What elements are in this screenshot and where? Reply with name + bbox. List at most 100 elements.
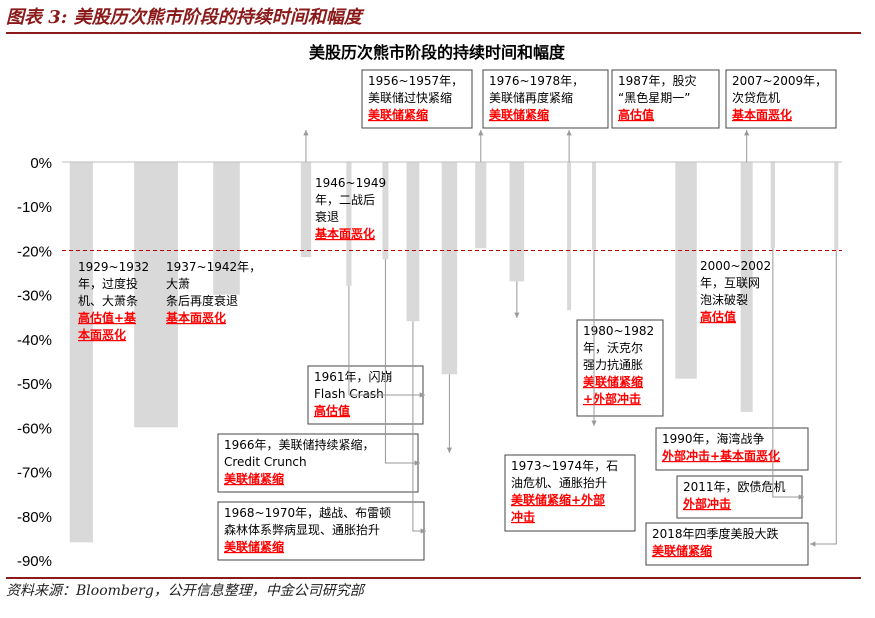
annotation-box-1966 <box>217 433 419 493</box>
annotation-text-1937: 大萧 <box>166 277 190 291</box>
leader-line-2011 <box>772 248 804 498</box>
annotation-period-1929: 1929~1932 <box>78 260 149 274</box>
annotation-text-1929: 年，过度投 <box>78 276 138 291</box>
annotation-period-1973: 1973~1974年，石 <box>511 459 618 473</box>
annotation-text-1968: 森林体系弊病显现、通胀抬升 <box>224 522 380 537</box>
bar-1973 <box>441 162 458 375</box>
leader-arrow-1966 <box>414 460 420 466</box>
leader-line-1961 <box>348 285 425 396</box>
annotation-reason-1937: 基本面恶化 <box>165 310 226 325</box>
source-footer: 资料来源：Bloomberg，公开信息整理，中金公司研究部 <box>6 577 861 605</box>
y-tick-label: -20% <box>17 243 52 260</box>
annotation-reason-1990: 外部冲击+基本面恶化 <box>662 448 780 463</box>
annotation-text-1946: 衰退 <box>315 209 339 224</box>
bar-1956 <box>300 162 312 258</box>
leader-arrow-1973 <box>446 447 453 453</box>
annotation-text-1973: 油危机、通胀抬升 <box>511 476 607 490</box>
annotation-period-2018: 2018年四季度美股大跌 <box>652 526 779 541</box>
annotation-reason-1973: 美联储紧缩+外部 <box>511 492 605 507</box>
annotation-text-2007: 次贷危机 <box>732 91 780 105</box>
annotation-period-1980: 1980~1982 <box>583 324 654 338</box>
bar-1980 <box>509 162 525 282</box>
annotation-reason-1961: 高估值 <box>314 403 350 418</box>
annotation-period-1987: 1987年，股灾 <box>618 73 697 88</box>
y-tick-label: 0% <box>30 155 52 172</box>
annotation-period-1990: 1990年，海湾战争 <box>662 431 765 446</box>
annotation-box-2018 <box>645 522 809 566</box>
leader-arrow-2007 <box>744 130 750 136</box>
y-tick-label: -80% <box>17 509 52 526</box>
annotation-reason-2011: 外部冲击 <box>683 496 731 511</box>
leader-arrow-1961 <box>419 392 425 398</box>
bar-1976 <box>475 162 487 249</box>
y-tick-label: -10% <box>17 199 52 216</box>
annotation-box-1980 <box>576 319 664 417</box>
annotation-text-1966: Credit Crunch <box>224 455 307 469</box>
annotation-period-1976: 1976~1978年， <box>489 74 584 88</box>
bar-2018 <box>834 162 839 251</box>
annotation-reason-1966: 美联储紧缩 <box>224 471 284 486</box>
annotation-period-1946: 1946~1949 <box>315 176 386 190</box>
annotation-box-1987 <box>611 69 720 129</box>
bar-1966 <box>382 162 389 260</box>
annotation-reason-1976: 美联储紧缩 <box>489 107 549 122</box>
annotation-text-1976: 美联储再度紧缩 <box>489 90 573 105</box>
annotation-text-1956: 美联储过快紧缩 <box>368 90 452 105</box>
bar-1961 <box>346 162 352 286</box>
y-tick-label: -90% <box>17 553 52 570</box>
leader-line-1968 <box>412 321 426 532</box>
annotation-text-2000: 年，互联网 <box>700 276 760 290</box>
annotation-reason-1946: 基本面恶化 <box>314 226 375 241</box>
annotation-text-1929: 机、大萧条 <box>78 294 138 308</box>
y-tick-label: -50% <box>17 376 52 393</box>
y-tick-label: -60% <box>17 420 52 437</box>
y-tick-label: -70% <box>17 465 52 482</box>
annotation-period-2007: 2007~2009年， <box>732 74 827 88</box>
source-note: 资料来源：Bloomberg，公开信息整理，中金公司研究部 <box>6 583 364 599</box>
bar-2007 <box>740 162 753 412</box>
annotation-box-2007 <box>725 69 837 129</box>
annotation-reason-1968: 美联储紧缩 <box>224 539 284 554</box>
annotation-box-1968 <box>217 501 425 561</box>
y-tick-label: -40% <box>17 332 52 349</box>
annotation-period-1961: 1961年，闪崩 <box>314 370 393 384</box>
leader-arrow-1987 <box>566 130 572 136</box>
bar-1987 <box>567 162 572 311</box>
bar-1968 <box>406 162 420 322</box>
annotation-box-1990 <box>655 427 809 471</box>
annotation-box-1973 <box>504 454 636 532</box>
annotation-reason-1956: 美联储紧缩 <box>368 107 428 122</box>
bar-1937 <box>134 162 178 428</box>
leader-arrow-2011 <box>798 494 804 500</box>
annotation-reason-1929: 本面恶化 <box>78 327 126 342</box>
annotation-reason-1973: 冲击 <box>511 509 535 524</box>
bar-1946 <box>213 162 240 295</box>
figure-label: 图表 3: 美股历次熊市阶段的持续时间和幅度 <box>6 7 362 28</box>
annotation-reason-1987: 高估值 <box>618 107 654 122</box>
leader-arrow-1976 <box>478 130 484 136</box>
bar-2000 <box>675 162 697 379</box>
leader-line-2018 <box>810 250 837 545</box>
leader-arrow-1990 <box>591 420 597 426</box>
annotation-reason-2007: 基本面恶化 <box>731 107 792 122</box>
annotation-period-2011: 2011年，欧债危机 <box>683 480 786 494</box>
annotation-text-1987: “黑色星期一” <box>618 91 690 105</box>
leader-arrow-2018 <box>810 541 816 547</box>
annotation-reason-2000: 高估值 <box>700 309 736 324</box>
annotation-period-1966: 1966年，美联储持续紧缩， <box>224 437 375 452</box>
annotation-box-1956 <box>361 69 473 129</box>
bar-1929 <box>69 162 93 543</box>
y-tick-label: -30% <box>17 288 52 305</box>
leader-arrow-1968 <box>420 528 426 534</box>
annotation-text-2000: 泡沫破裂 <box>700 292 748 307</box>
annotation-period-1956: 1956~1957年， <box>368 74 463 88</box>
annotation-period-1937: 1937~1942年， <box>166 260 261 274</box>
annotation-reason-1929: 高估值+基 <box>78 310 137 325</box>
leader-arrow-1956 <box>303 130 309 136</box>
annotation-text-1980: 年，沃克尔 <box>583 340 643 355</box>
annotation-text-1980: 强力抗通胀 <box>583 357 643 372</box>
chart-title: 美股历次熊市阶段的持续时间和幅度 <box>309 43 566 62</box>
annotation-box-1976 <box>482 69 609 129</box>
bar-2011 <box>770 162 775 249</box>
